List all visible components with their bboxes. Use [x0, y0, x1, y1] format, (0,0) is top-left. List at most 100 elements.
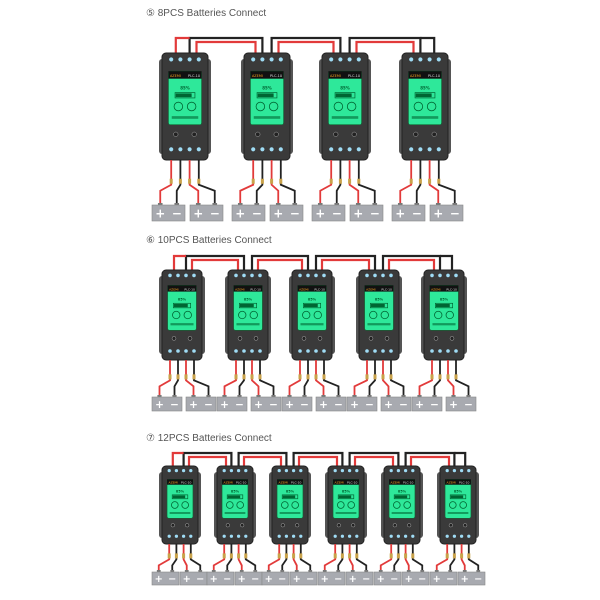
battery-plus-label: + [353, 206, 363, 220]
model-label: PLC-10 [348, 74, 360, 78]
battery-body [269, 204, 304, 222]
led-indicator [167, 534, 171, 538]
wire-connector [279, 178, 283, 184]
wire-connector [292, 553, 296, 559]
bus-wire-negative [250, 254, 310, 270]
led-indicator [445, 469, 449, 473]
wire-connector [168, 374, 172, 380]
battery-terminal [392, 570, 397, 573]
wire-connector [348, 178, 352, 184]
battery-plus-label: + [285, 399, 294, 411]
battery-terminal [432, 395, 437, 398]
wire-connector [299, 553, 303, 559]
battery: +− [185, 395, 217, 412]
screen-footer-bar [224, 512, 246, 514]
battery-plus-label: + [273, 206, 283, 220]
brand-label: AZEMI [252, 74, 263, 78]
battery-terminal [364, 570, 369, 573]
wire-connector [338, 178, 342, 184]
battery: +− [373, 570, 402, 586]
battery-level-fill [257, 93, 274, 98]
battery-body [429, 204, 464, 222]
battery-minus-label: − [362, 574, 370, 585]
wire-connector [178, 178, 182, 184]
button-icon [225, 523, 230, 528]
screen-footer-bar [411, 116, 439, 119]
led-indicator [347, 469, 352, 473]
cell-icon [434, 310, 443, 320]
screen-header [167, 479, 193, 485]
button-icon [368, 336, 374, 341]
led-indicator [454, 273, 458, 278]
battery-minus-label: − [223, 574, 231, 585]
wire-positive [157, 544, 171, 571]
cell-icon [255, 101, 266, 112]
battery: +− [151, 203, 186, 222]
battery-terminal [198, 570, 203, 573]
battery-terminal [222, 395, 227, 398]
wire-connector [250, 374, 254, 380]
battery-terminal [386, 395, 391, 398]
led-indicator [381, 349, 385, 353]
brand-label: AZEMI [391, 481, 401, 485]
battery-level-icon [435, 302, 453, 309]
brand-label: AZEMI [279, 481, 289, 485]
battery-plus-label: + [265, 574, 273, 585]
led-indicator [446, 273, 450, 278]
wire-connector [438, 374, 442, 380]
wire-positive [188, 160, 200, 204]
cell-icon [172, 310, 181, 320]
wire-connector [340, 553, 344, 559]
button-icon [448, 523, 453, 528]
wire-negative [323, 360, 340, 396]
led-indicator [306, 349, 310, 353]
led-indicator [250, 349, 254, 353]
battery: +− [445, 395, 477, 412]
wire-connector [260, 178, 264, 184]
screen-header [333, 479, 359, 485]
led-indicator [333, 534, 337, 538]
led-indicator [176, 349, 180, 353]
wire-connector [174, 553, 178, 559]
battery-body [206, 571, 235, 586]
wire-connector [242, 374, 246, 380]
led-indicator [176, 273, 180, 278]
battery-body [151, 571, 180, 586]
button-icon [240, 523, 245, 528]
bus-wire-positive [353, 455, 395, 466]
battery-minus-label: − [170, 399, 179, 411]
battery-level-icon [370, 302, 388, 309]
battery-terminal [451, 395, 456, 398]
led-indicator [347, 57, 352, 62]
led-indicator [347, 534, 352, 538]
led-indicator [418, 57, 423, 62]
led-indicator [403, 534, 408, 538]
led-indicator [244, 469, 248, 473]
led-indicator [411, 534, 415, 538]
led-indicator [189, 469, 193, 473]
battery-body [151, 204, 186, 222]
button-icon [413, 131, 419, 137]
battery-plus-label: + [433, 206, 443, 220]
battery-level-fill [239, 303, 254, 308]
led-indicator [365, 349, 369, 353]
led-indicator [168, 349, 172, 353]
wire-connector [167, 553, 171, 559]
battery-terminal [287, 395, 292, 398]
button-icon [280, 523, 285, 528]
battery-plus-label: + [449, 399, 458, 411]
wire-connector [355, 553, 359, 559]
screen-header [445, 479, 471, 485]
battery-plus-label: + [395, 206, 405, 220]
led-indicator [459, 534, 464, 538]
led-indicator [436, 147, 441, 152]
percent-readout: 85% [375, 298, 384, 302]
wire-negative [355, 544, 368, 571]
wire-connector [169, 178, 173, 184]
battery-terminal [170, 570, 175, 573]
led-indicator [365, 273, 369, 278]
battery-level-fill [415, 93, 432, 98]
model-label: PLC-10 [381, 287, 392, 291]
cell-icon [333, 101, 344, 112]
